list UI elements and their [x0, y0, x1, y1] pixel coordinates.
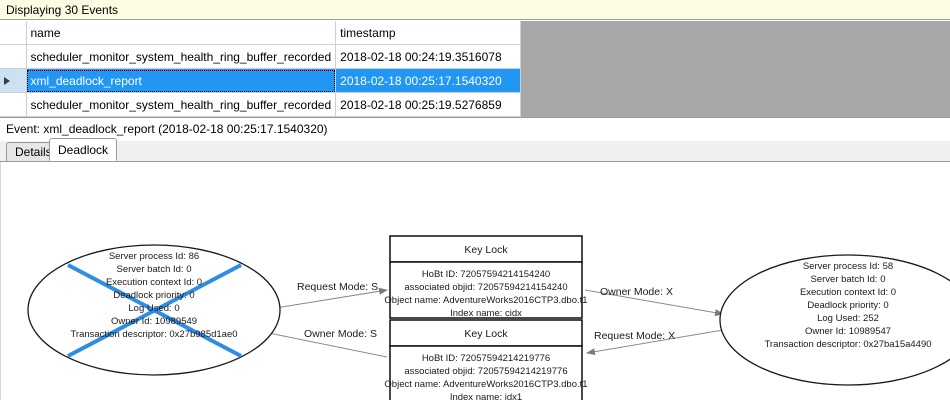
deadlock-graph-panel[interactable]: Request Mode: S Owner Mode: S Owner Mode… [0, 162, 950, 400]
tabstrip: Details Deadlock [0, 138, 950, 162]
resource-body-box[interactable] [389, 261, 583, 319]
top-key-lock-node[interactable]: Key Lock HoBt ID: 72057594214154240 asso… [384, 235, 588, 319]
process-line: Owner Id: 10989549 [111, 316, 197, 327]
events-banner-label: Displaying 30 Events [6, 2, 119, 17]
resource-body-box[interactable] [389, 345, 583, 400]
edge-right-request: Request Mode: X [586, 329, 724, 356]
row-selector-arrow-icon [4, 77, 10, 86]
resource-line: Object name: AdventureWorks2016CTP3.dbo.… [384, 295, 587, 306]
column-header-selector[interactable] [0, 21, 27, 45]
process-line: Server batch Id: 0 [811, 274, 886, 285]
events-grid-container[interactable]: name timestamp scheduler_monitor_system_… [0, 21, 950, 118]
edge-right-owner: Owner Mode: X [584, 286, 724, 317]
resource-line: Index name: idx1 [450, 392, 522, 400]
resource-title: Key Lock [464, 244, 508, 256]
process-line: Server process Id: 86 [109, 251, 199, 262]
process-line: Execution context Id: 0 [106, 277, 202, 288]
events-grid-header-row: name timestamp [0, 21, 522, 45]
process-line: Transaction descriptor: 0x27b985d1ae0 [70, 329, 237, 340]
cell-name[interactable]: scheduler_monitor_system_health_ring_buf… [26, 92, 337, 117]
cell-timestamp[interactable]: 2018-02-18 00:25:19.5276859 [335, 92, 522, 117]
process-line: Log Used: 252 [817, 313, 879, 324]
column-header-name[interactable]: name [26, 21, 337, 45]
edge-label-right-request: Request Mode: X [594, 330, 675, 342]
resource-line: associated objid: 72057594214154240 [404, 282, 567, 293]
edge-label-right-owner: Owner Mode: X [600, 286, 673, 298]
events-banner: Displaying 30 Events [0, 0, 950, 20]
process-line: Deadlock priority: 0 [113, 290, 194, 301]
process-line: Execution context Id: 0 [800, 287, 896, 298]
resource-line: Object name: AdventureWorks2016CTP3.dbo.… [384, 379, 587, 390]
edge-label-left-owner: Owner Mode: S [304, 328, 377, 340]
right-process-node[interactable]: Server process Id: 58 Server batch Id: 0… [719, 254, 950, 386]
process-line: Deadlock priority: 0 [807, 300, 888, 311]
cell-timestamp[interactable]: 2018-02-18 00:24:19.3516078 [335, 44, 522, 69]
resource-line: Index name: cidx [450, 308, 522, 319]
tab-deadlock[interactable]: Deadlock [49, 138, 118, 161]
table-row[interactable]: scheduler_monitor_system_health_ring_buf… [0, 92, 522, 117]
victim-cross-icon [67, 263, 242, 358]
row-selector-cell[interactable] [0, 44, 27, 69]
resource-line: HoBt ID: 72057594214154240 [422, 269, 550, 280]
edge-label-left-request: Request Mode: S [297, 281, 378, 293]
resource-title: Key Lock [464, 328, 508, 340]
event-caption-label: Event: xml_deadlock_report (2018-02-18 0… [6, 122, 328, 136]
column-header-timestamp[interactable]: timestamp [335, 21, 522, 45]
process-line: Owner Id: 10989547 [805, 326, 891, 337]
table-row[interactable]: scheduler_monitor_system_health_ring_buf… [0, 44, 522, 69]
deadlock-graph-svg[interactable]: Request Mode: S Owner Mode: S Owner Mode… [1, 162, 950, 400]
cell-name[interactable]: xml_deadlock_report [26, 68, 337, 93]
events-grid[interactable]: name timestamp scheduler_monitor_system_… [0, 21, 522, 117]
event-caption: Event: xml_deadlock_report (2018-02-18 0… [0, 119, 950, 139]
process-ellipse[interactable] [719, 254, 950, 386]
bottom-key-lock-node[interactable]: Key Lock HoBt ID: 72057594214219776 asso… [384, 319, 588, 400]
row-selector-cell[interactable] [0, 92, 27, 117]
process-line: Server process Id: 58 [803, 261, 893, 272]
edge-left-owner: Owner Mode: S [253, 328, 388, 358]
cell-timestamp[interactable]: 2018-02-18 00:25:17.1540320 [335, 68, 522, 93]
process-line: Server batch Id: 0 [117, 264, 192, 275]
resource-line: HoBt ID: 72057594214219776 [422, 353, 550, 364]
process-line: Transaction descriptor: 0x27ba15a4490 [764, 339, 931, 350]
row-selector-cell[interactable] [0, 68, 27, 93]
table-row-selected[interactable]: xml_deadlock_report 2018-02-18 00:25:17.… [0, 68, 522, 93]
left-process-node[interactable]: Server process Id: 86 Server batch Id: 0… [27, 244, 281, 376]
resource-line: associated objid: 72057594214219776 [404, 366, 567, 377]
cell-name[interactable]: scheduler_monitor_system_health_ring_buf… [26, 44, 337, 69]
process-line: Log Used: 0 [128, 303, 179, 314]
